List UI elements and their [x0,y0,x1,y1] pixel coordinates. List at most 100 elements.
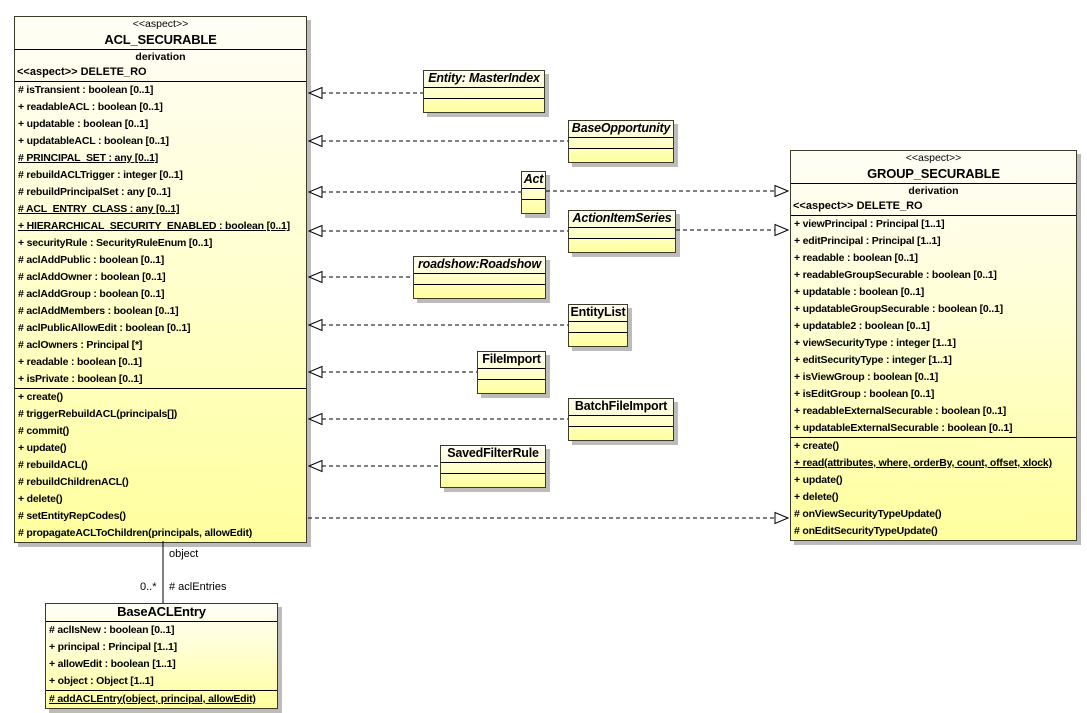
class-roadshow-roadshow[interactable]: roadshow:Roadshow [413,256,546,299]
class-batchfileimport[interactable]: BatchFileImport [568,398,674,441]
operations-compartment [478,380,545,393]
compartment-separator [424,98,544,99]
compartment-separator [15,81,306,82]
class-name: BaseACLEntry [117,604,206,619]
attributes-compartment [569,416,673,426]
attribute-row: # ACL_ENTRY_CLASS : any [0..1] [18,203,180,215]
compartment-separator [441,473,545,474]
operation-row: + create() [794,440,839,452]
attribute-row: + updatableACL : boolean [0..1] [18,135,169,147]
class-tag-derivation: derivation [908,185,959,197]
realization-arrowhead [307,134,323,148]
attribute-row: + editPrincipal : Principal [1..1] [794,235,941,247]
class-entity-masterindex[interactable]: Entity: MasterIndex [423,70,545,113]
class-name: roadshow:Roadshow [418,257,541,271]
attribute-row: + securityRule : SecurityRuleEnum [0..1] [18,237,213,249]
attribute-row: + isPrivate : boolean [0..1] [18,373,143,385]
class-base-acl-entry[interactable]: BaseACLEntry# aclIsNew : boolean [0..1]+… [45,603,278,709]
compartment-separator [522,188,545,189]
attribute-row: + isEditGroup : boolean [0..1] [794,388,935,400]
attribute-row: + viewSecurityType : integer [1..1] [794,337,956,349]
class-name: Act [523,172,544,186]
class-tag-derivation: derivation [135,51,186,63]
operation-row: # triggerRebuildACL(principals[]) [18,408,178,420]
operation-row: + create() [18,391,63,403]
compartment-separator [569,137,673,138]
attribute-row: + updatable2 : boolean [0..1] [794,320,930,332]
operations-compartment [414,285,545,298]
attribute-row: + readableExternalSecurable : boolean [0… [794,405,1007,417]
class-actionitemseries[interactable]: ActionItemSeries [568,210,676,253]
compartment-separator [424,87,544,88]
realization-arrowhead [307,86,323,100]
compartment-separator [478,379,545,380]
class-baseopportunity[interactable]: BaseOpportunity [568,120,674,163]
attribute-row: + HIERARCHICAL_SECURITY_ENABLED : boolea… [18,220,290,232]
association-role-object: object [169,548,199,560]
operations-compartment [522,200,545,213]
attribute-row: + viewPrincipal : Principal [1..1] [794,218,945,230]
attribute-row: + updatableGroupSecurable : boolean [0..… [794,303,1003,315]
attribute-row: + readable : boolean [0..1] [794,252,918,264]
attribute-row: # aclIsNew : boolean [0..1] [49,624,175,636]
class-entitylist[interactable]: EntityList [568,304,628,347]
class-acl-securable[interactable]: <<aspect>> ACL_SECURABLE derivation <<aspec… [14,16,307,543]
compartment-separator [414,284,545,285]
compartment-separator [478,368,545,369]
class-sub-stereotype: <<aspect>> DELETE_RO [793,200,923,212]
operations-compartment [424,99,544,112]
compartment-separator [15,49,306,50]
realization-arrowhead [307,185,323,199]
attributes-compartment [569,322,627,332]
class-stereotype: <<aspect>> [132,18,189,30]
attributes-compartment [569,138,673,148]
attribute-row: + isViewGroup : boolean [0..1] [794,371,939,383]
association-role-aclentries: # aclEntries [169,581,227,593]
operations-compartment [569,239,675,252]
compartment-separator [569,238,675,239]
compartment-separator [441,462,545,463]
attribute-row: # aclAddMembers : boolean [0..1] [18,305,179,317]
class-name: EntityList [570,305,626,319]
operation-row: + delete() [794,491,839,503]
attribute-row: + editSecurityType : integer [1..1] [794,354,952,366]
class-name: GROUP_SECURABLE [867,166,1000,181]
compartment-separator [791,437,1076,438]
compartment-separator [522,199,545,200]
operation-row: # onEditSecurityTypeUpdate() [794,525,938,537]
compartment-separator [791,215,1076,216]
class-savedfilterrule[interactable]: SavedFilterRule [440,445,546,488]
operation-row: # commit() [18,425,70,437]
compartment-separator [569,415,673,416]
association-multiplicity: 0..* [140,581,157,593]
attribute-row: # PRINCIPAL_SET : any [0..1] [18,152,159,164]
operations-compartment [569,149,673,162]
attributes-compartment [424,88,544,98]
class-sub-stereotype: <<aspect>> DELETE_RO [17,66,147,78]
class-act[interactable]: Act [521,171,546,214]
compartment-separator [569,426,673,427]
attribute-row: + updatableExternalSecurable : boolean [… [794,422,1013,434]
attribute-row: # isTransient : boolean [0..1] [18,84,154,96]
operation-row: # rebuildChildrenACL() [18,476,129,488]
realization-arrowhead [307,412,323,426]
attributes-compartment [441,463,545,473]
operation-row: + update() [794,474,843,486]
operations-compartment [441,474,545,487]
operation-row: # setEntityRepCodes() [18,510,126,522]
operation-row: + delete() [18,493,63,505]
realization-arrowhead [307,270,323,284]
class-fileimport[interactable]: FileImport [477,351,546,394]
class-name: BatchFileImport [574,399,668,413]
compartment-separator [569,321,627,322]
attribute-row: # rebuildACLTrigger : integer [0..1] [18,169,183,181]
class-name: ACL_SECURABLE [104,32,217,47]
realization-arrowhead [307,459,323,473]
class-name: SavedFilterRule [447,446,539,460]
realization-arrowhead [774,511,790,525]
class-name: Entity: MasterIndex [428,71,540,85]
attribute-row: + updatable : boolean [0..1] [794,286,925,298]
compartment-separator [569,227,675,228]
